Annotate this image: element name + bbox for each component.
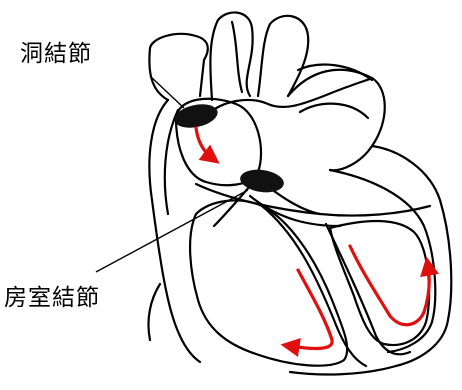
aorta-inner xyxy=(232,22,242,92)
septum-right xyxy=(326,224,410,354)
internodal-pathway xyxy=(206,78,372,116)
arrow-right-ventricle xyxy=(290,270,332,348)
left-ventricle xyxy=(330,221,429,345)
superior-vena-cava xyxy=(150,34,208,96)
sa-node-leader-line xyxy=(150,76,184,108)
left-atrium xyxy=(288,70,385,171)
outer-wall-inner-line xyxy=(330,170,435,352)
outer-wall-right-side xyxy=(149,100,200,362)
arrow-left-ventricle xyxy=(350,246,429,325)
inferior-vena-cava xyxy=(148,284,160,340)
av-node-leader-line xyxy=(96,190,248,272)
arrow-sa-to-av xyxy=(196,128,212,158)
aorta xyxy=(210,12,252,100)
left-atrium-inner xyxy=(300,104,368,118)
superior-vena-cava-inner xyxy=(149,48,168,100)
